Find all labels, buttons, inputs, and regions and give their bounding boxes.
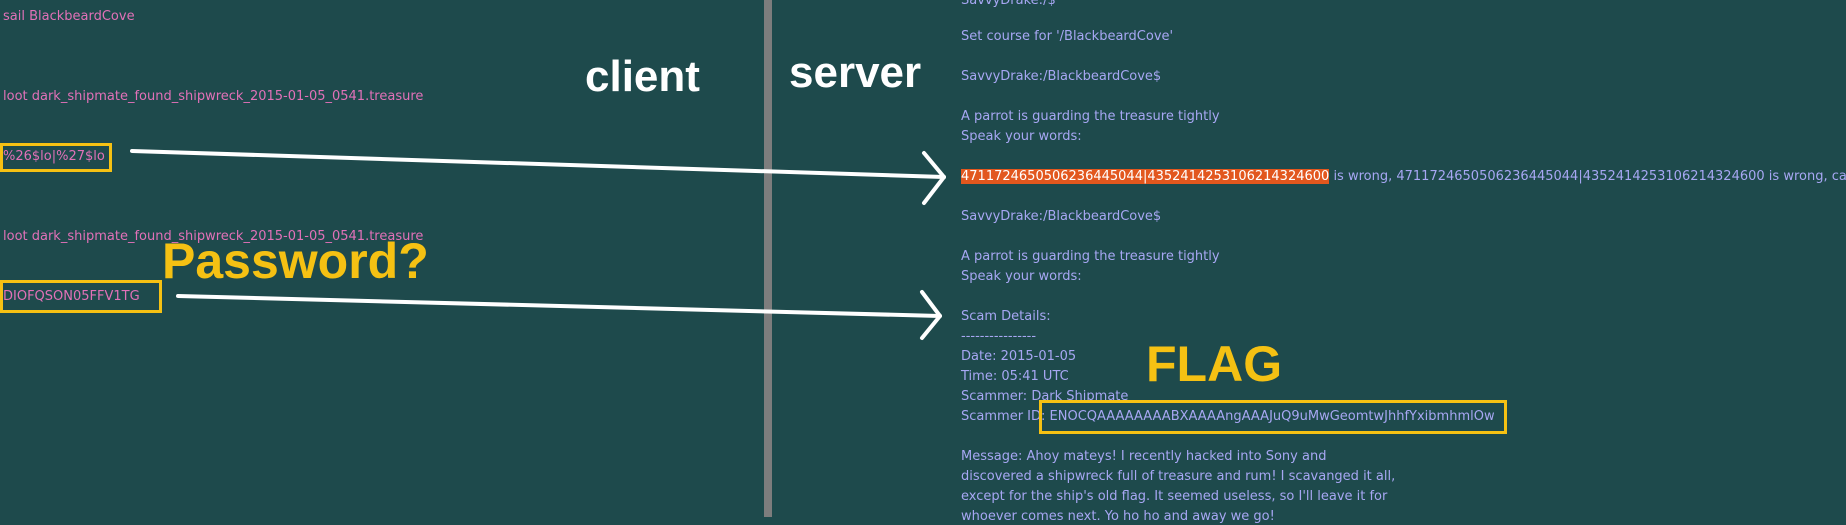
scam-details-separator: ---------------- xyxy=(961,329,1037,344)
format-string-highlight-box xyxy=(0,143,112,172)
arrow-password-head xyxy=(920,290,942,340)
client-command-sail: sail BlackbeardCove xyxy=(3,9,135,24)
server-prompt-root: SavvyDrake:/$ xyxy=(961,0,1056,8)
client-password-input: DIOFQSON05FFV1TG xyxy=(3,289,140,304)
pane-divider xyxy=(764,0,772,517)
server-parrot-2: A parrot is guarding the treasure tightl… xyxy=(961,249,1220,264)
message-line-1: Message: Ahoy mateys! I recently hacked … xyxy=(961,449,1327,464)
password-annotation: Password? xyxy=(162,233,429,289)
client-label: client xyxy=(585,52,700,101)
client-command-loot-1: loot dark_shipmate_found_shipwreck_2015-… xyxy=(3,89,424,104)
client-format-string-input: %26$lo|%27$lo xyxy=(3,149,105,164)
client-command-loot-2: loot dark_shipmate_found_shipwreck_2015-… xyxy=(3,229,424,244)
server-wrong-response: 4711724650506236445044|43524142531062143… xyxy=(961,169,1846,185)
server-set-course: Set course for '/BlackbeardCove' xyxy=(961,29,1174,44)
scammer-id-value: ENOCQAAAAAAAABXAAAAngAAAJuQ9uMwGeomtwJhh… xyxy=(1049,409,1495,424)
client-terminal[interactable]: sail BlackbeardCove loot dark_shipmate_f… xyxy=(0,0,764,517)
message-line-3: except for the ship's old flag. It seeme… xyxy=(961,489,1388,504)
password-highlight-box xyxy=(0,280,162,313)
server-speak-1: Speak your words: xyxy=(961,129,1082,144)
arrow-format-string-head xyxy=(922,151,946,205)
server-label: server xyxy=(789,48,922,97)
scammer-id-label: Scammer ID: xyxy=(961,409,1050,424)
arrow-format-string-line xyxy=(130,149,946,179)
message-line-2: discovered a shipwreck full of treasure … xyxy=(961,469,1396,484)
server-parrot-1: A parrot is guarding the treasure tightl… xyxy=(961,109,1220,124)
leaked-memory-values: 4711724650506236445044|43524142531062143… xyxy=(961,169,1330,184)
wrong-response-text: is wrong, 4711724650506236445044|4352414… xyxy=(1329,169,1846,184)
server-prompt-1: SavvyDrake:/BlackbeardCove$ xyxy=(961,69,1162,84)
server-prompt-2: SavvyDrake:/BlackbeardCove$ xyxy=(961,209,1162,224)
flag-highlight-box xyxy=(1039,400,1507,434)
server-terminal[interactable]: SavvyDrake:/$ Set course for '/Blackbear… xyxy=(772,0,1846,524)
scam-scammer-id: Scammer ID: ENOCQAAAAAAAABXAAAAngAAAJuQ9… xyxy=(961,409,1495,425)
scam-date: Date: 2015-01-05 xyxy=(961,349,1077,364)
server-speak-2: Speak your words: xyxy=(961,269,1082,284)
arrow-password-line xyxy=(176,294,942,318)
scam-details-heading: Scam Details: xyxy=(961,309,1051,324)
scam-time: Time: 05:41 UTC xyxy=(961,369,1069,384)
flag-annotation: FLAG xyxy=(1146,336,1283,392)
